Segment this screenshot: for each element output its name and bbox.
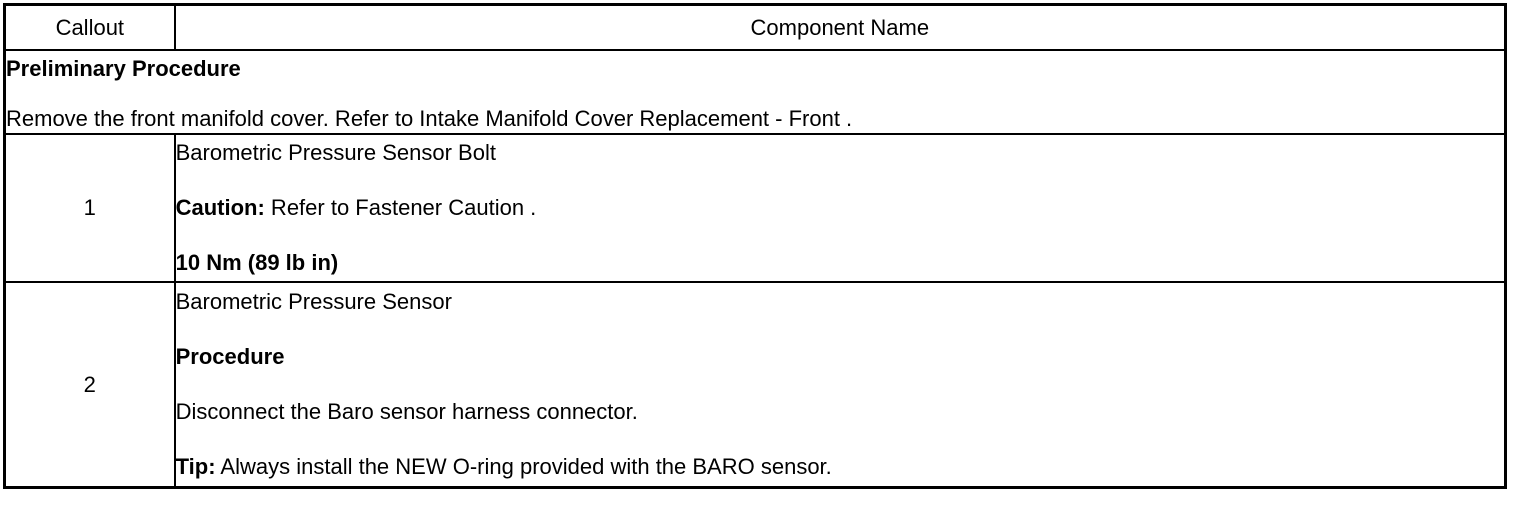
preliminary-procedure-row: Preliminary Procedure Remove the front m…	[3, 49, 1507, 135]
column-header-callout: Callout	[3, 3, 176, 51]
preliminary-procedure-cell: Preliminary Procedure Remove the front m…	[3, 49, 1507, 135]
caution-label: Caution:	[175, 195, 265, 220]
preliminary-procedure-title: Preliminary Procedure	[6, 56, 241, 81]
component-name-cell-2: Barometric Pressure Sensor Procedure Dis…	[173, 281, 1507, 489]
component-title-1-text: Barometric Pressure Sensor Bolt	[175, 140, 496, 165]
procedure-step-2-text: Disconnect the Baro sensor harness conne…	[175, 399, 638, 424]
component-title-2: Barometric Pressure Sensor	[176, 288, 1504, 316]
table-header-row: Callout Component Name	[3, 3, 1507, 51]
component-name-cell-1: Barometric Pressure Sensor Bolt Caution:…	[173, 133, 1507, 283]
table-body: Preliminary Procedure Remove the front m…	[3, 49, 1507, 489]
table-header: Callout Component Name	[3, 3, 1507, 51]
callout-number-2: 2	[3, 281, 176, 489]
preliminary-procedure-body: Remove the front manifold cover. Refer t…	[6, 106, 853, 131]
table-row: 2 Barometric Pressure Sensor Procedure D…	[3, 281, 1507, 489]
torque-spec-1-text: 10 Nm (89 lb in)	[175, 250, 339, 275]
component-title-1: Barometric Pressure Sensor Bolt	[176, 139, 1504, 167]
procedure-step-2: Disconnect the Baro sensor harness conne…	[176, 398, 1504, 426]
procedure-heading-2: Procedure	[176, 343, 1504, 371]
table-row: 1 Barometric Pressure Sensor Bolt Cautio…	[3, 133, 1507, 283]
caution-text: Refer to Fastener Caution .	[264, 195, 537, 220]
component-table: Callout Component Name Preliminary Proce…	[3, 3, 1507, 489]
callout-number-1: 1	[3, 133, 176, 283]
torque-spec-1: 10 Nm (89 lb in)	[176, 249, 1504, 277]
tip-label: Tip:	[175, 454, 216, 479]
column-header-component-name: Component Name	[173, 3, 1507, 51]
tip-line-2: Tip: Always install the NEW O-ring provi…	[176, 453, 1504, 481]
procedure-heading-2-text: Procedure	[175, 344, 285, 369]
caution-line-1: Caution: Refer to Fastener Caution .	[176, 194, 1504, 222]
component-title-2-text: Barometric Pressure Sensor	[175, 289, 452, 314]
tip-text: Always install the NEW O-ring provided w…	[215, 454, 832, 479]
